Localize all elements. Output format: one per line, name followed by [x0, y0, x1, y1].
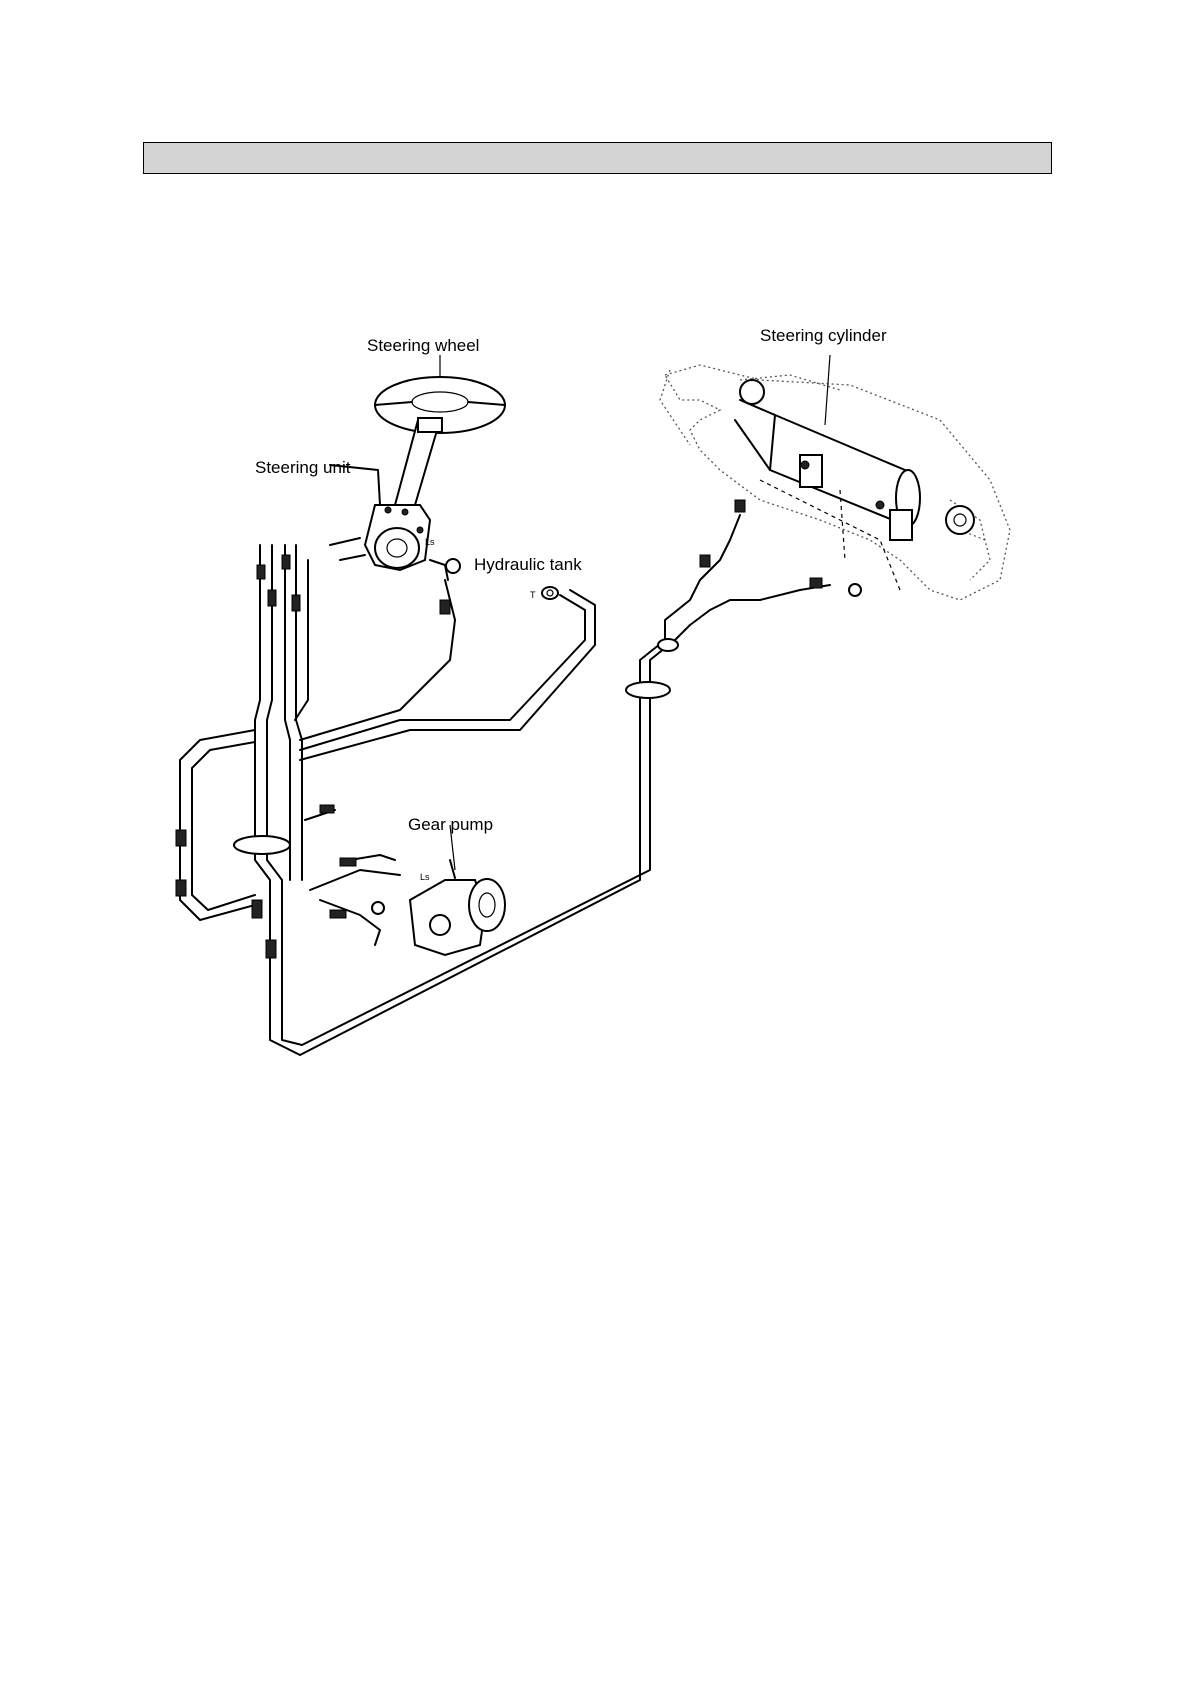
- label-steering-wheel: Steering wheel: [367, 336, 479, 355]
- label-steering-unit: Steering unit: [255, 458, 351, 477]
- hydraulic-lines: [180, 515, 830, 1055]
- steering-cylinder-icon: [660, 365, 1010, 600]
- leader-lines: [440, 355, 830, 870]
- label-t-port: T: [530, 590, 536, 600]
- label-ls-gear-pump: Ls: [420, 872, 430, 882]
- steering-wheel-icon: [375, 377, 505, 505]
- label-ls-steering-unit: Ls: [425, 537, 435, 547]
- label-steering-cylinder: Steering cylinder: [760, 326, 887, 345]
- label-hydraulic-tank: Hydraulic tank: [474, 555, 582, 574]
- hydraulic-tank-port-icon: [542, 587, 558, 599]
- label-gear-pump: Gear pump: [408, 815, 493, 834]
